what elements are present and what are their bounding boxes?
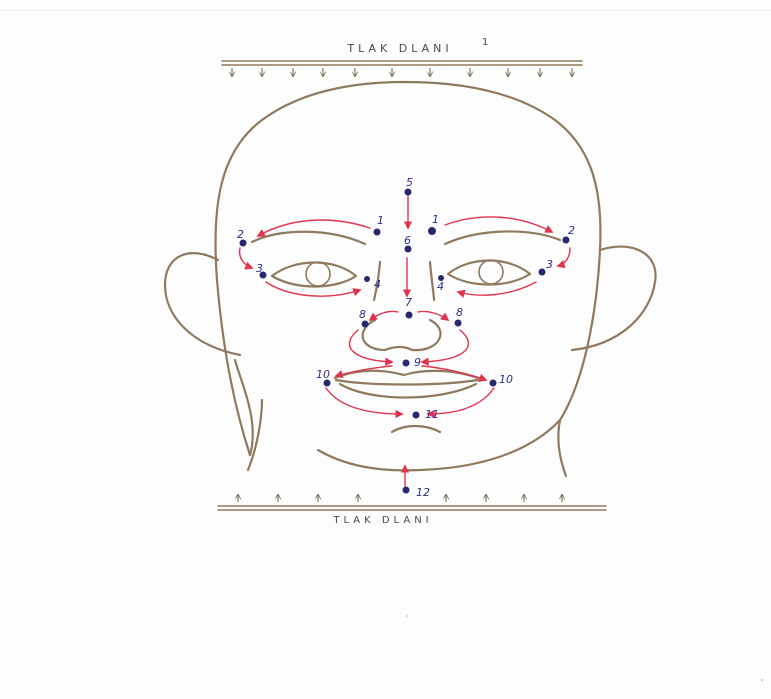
label-5: 5 xyxy=(406,176,413,189)
nose-right-line xyxy=(430,262,434,300)
label-4-right: 4 xyxy=(437,280,444,293)
top-pressure-label: TLAK DLANI xyxy=(346,42,452,55)
arrow-7-8-left xyxy=(370,311,398,320)
left-eye xyxy=(272,262,356,287)
bottom-pressure-arrows xyxy=(238,495,562,502)
point-7 xyxy=(406,312,413,319)
point-3-right xyxy=(539,269,546,276)
arrow-2-3-right xyxy=(558,248,570,266)
top-pressure-bar: TLAK DLANI 1 xyxy=(222,37,582,76)
label-6: 6 xyxy=(404,234,411,247)
point-1-right xyxy=(428,227,436,235)
arrow-7-8-right xyxy=(418,311,448,320)
lip-line xyxy=(336,380,478,385)
bottom-pressure-label: TLAK DLANI xyxy=(332,515,432,526)
point-1-left xyxy=(374,229,381,236)
label-4-left: 4 xyxy=(374,278,381,291)
label-12: 12 xyxy=(416,486,430,499)
arrow-10-11-left xyxy=(326,388,402,414)
chin-line xyxy=(392,426,440,432)
head-drawing xyxy=(165,82,656,476)
label-8-right: 8 xyxy=(456,306,463,319)
label-3-left: 3 xyxy=(256,262,263,275)
point-12 xyxy=(403,487,410,494)
paper-speck xyxy=(761,679,763,681)
right-eye xyxy=(448,260,530,285)
point-8-right xyxy=(455,320,462,327)
label-10-right: 10 xyxy=(499,373,513,386)
point-8-left xyxy=(362,321,369,328)
point-9 xyxy=(403,360,410,367)
point-10-right xyxy=(490,380,497,387)
point-2-right xyxy=(563,237,570,244)
nose-base xyxy=(363,320,441,350)
label-11: 11 xyxy=(425,408,439,421)
left-ear xyxy=(165,253,240,355)
label-10-left: 10 xyxy=(316,368,330,381)
point-4-left xyxy=(364,276,370,282)
label-8-left: 8 xyxy=(359,308,366,321)
lower-lip xyxy=(340,384,476,398)
label-1-left: 1 xyxy=(377,214,384,227)
arrow-brow-right xyxy=(445,217,552,232)
label-1-right: 1 xyxy=(432,213,439,226)
point-11 xyxy=(413,412,420,419)
label-9: 9 xyxy=(414,356,421,369)
label-2-left: 2 xyxy=(237,228,244,241)
right-ear xyxy=(572,247,656,350)
label-7: 7 xyxy=(405,296,412,309)
bottom-pressure-bar: TLAK DLANI xyxy=(218,495,606,526)
label-3-right: 3 xyxy=(546,258,553,271)
top-pressure-mark: 1 xyxy=(482,37,492,48)
arrow-8-9-right xyxy=(422,330,468,362)
left-eyebrow xyxy=(252,232,365,244)
paper-speck xyxy=(406,615,408,617)
top-pressure-arrows xyxy=(232,68,572,76)
point-5 xyxy=(405,189,412,196)
right-eyebrow xyxy=(445,231,560,244)
neck-right xyxy=(558,420,566,476)
label-2-right: 2 xyxy=(568,224,575,237)
arrow-2-3-left xyxy=(240,248,252,268)
